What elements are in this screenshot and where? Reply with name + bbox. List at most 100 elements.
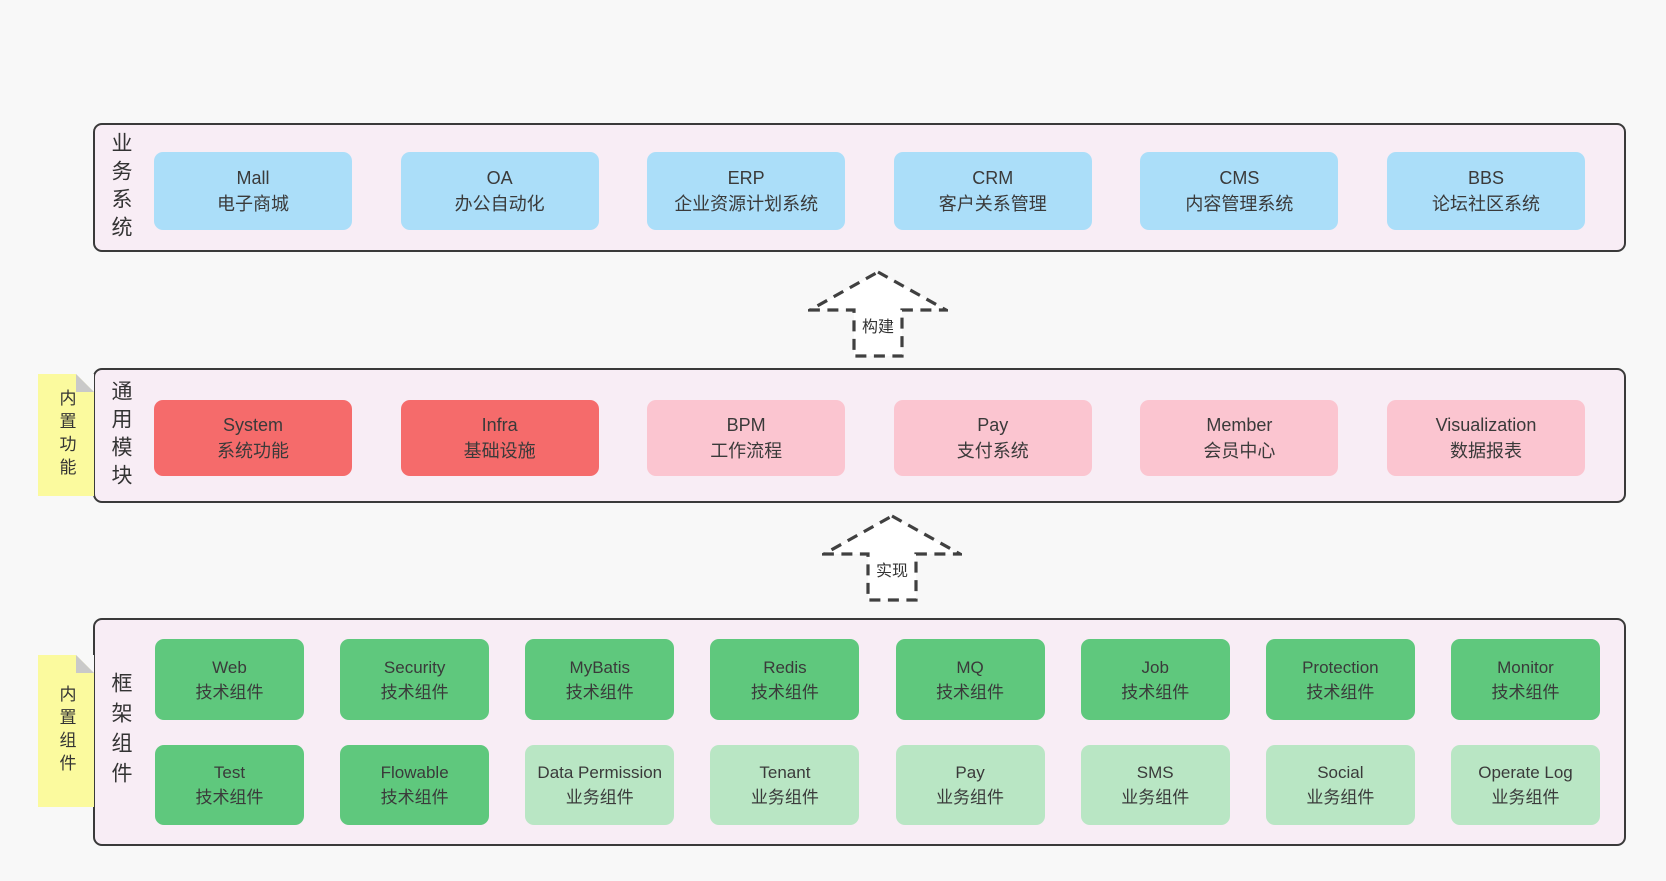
box-title: SMS <box>1136 763 1174 782</box>
box-title: Security <box>383 657 446 677</box>
box-title: MQ <box>956 657 984 677</box>
box-title: Flowable <box>380 763 449 782</box>
box-security: Security 技术组件 <box>340 639 490 720</box>
box-subtitle: 基础设施 <box>463 441 536 461</box>
box-subtitle: 技术组件 <box>380 682 449 702</box>
box-subtitle: 论坛社区系统 <box>1431 194 1540 214</box>
implement-arrow-label: 实现 <box>872 562 912 582</box>
box-subtitle: 企业资源计划系统 <box>674 194 819 214</box>
component-layer-container: 框架组件 Web 技术组件 Security 技术组件 MyBatis 技术组件… <box>93 618 1626 846</box>
implement-arrow: 实现 <box>822 514 962 602</box>
box-tenant: Tenant 业务组件 <box>710 745 860 825</box>
box-subtitle: 技术组件 <box>380 788 449 807</box>
box-cms: CMS 内容管理系统 <box>1140 152 1339 230</box>
box-title: Data Permission <box>537 763 663 782</box>
module-layer-container: 通用模块 System 系统功能 Infra 基础设施 BPM 工作流程 Pay… <box>93 368 1626 503</box>
up-arrow-icon <box>822 514 962 602</box>
note-text: 内置功能 <box>56 389 76 481</box>
box-infra: Infra 基础设施 <box>400 400 599 476</box>
module-box-row: System 系统功能 Infra 基础设施 BPM 工作流程 Pay 支付系统… <box>154 400 1585 476</box>
note-text: 内置组件 <box>56 685 76 777</box>
box-mq: MQ 技术组件 <box>895 639 1045 720</box>
box-title: Job <box>1141 657 1169 677</box>
box-sms: SMS 业务组件 <box>1080 745 1230 825</box>
box-bpm: BPM 工作流程 <box>647 400 846 476</box>
box-subtitle: 支付系统 <box>956 441 1029 461</box>
box-subtitle: 技术组件 <box>750 682 819 702</box>
box-title: Operate Log <box>1478 763 1573 782</box>
box-subtitle: 技术组件 <box>195 682 264 702</box>
box-web: Web 技术组件 <box>155 639 304 720</box>
box-title: System <box>222 415 283 435</box>
box-subtitle: 工作流程 <box>710 441 783 461</box>
component-layer-label: 框架组件 <box>109 672 132 792</box>
box-title: Web <box>212 657 247 677</box>
box-subtitle: 技术组件 <box>195 788 264 807</box>
box-redis: Redis 技术组件 <box>710 639 860 720</box>
business-box-row: Mall 电子商城 OA 办公自动化 ERP 企业资源计划系统 CRM 客户关系… <box>154 152 1585 230</box>
module-layer-label: 通用模块 <box>109 379 132 492</box>
box-social: Social 业务组件 <box>1265 745 1415 825</box>
box-subtitle: 业务组件 <box>1121 788 1190 807</box>
box-title: BBS <box>1467 168 1504 188</box>
box-operate-log: Operate Log 业务组件 <box>1450 745 1600 825</box>
box-subtitle: 电子商城 <box>217 194 289 214</box>
box-test: Test 技术组件 <box>155 745 304 825</box>
built-in-feature-note: 内置功能 <box>38 374 94 496</box>
box-crm: CRM 客户关系管理 <box>893 152 1092 230</box>
box-subtitle: 系统功能 <box>217 441 289 461</box>
box-subtitle: 业务组件 <box>1306 788 1375 807</box>
box-title: Visualization <box>1435 415 1537 435</box>
box-subtitle: 技术组件 <box>1306 682 1375 702</box>
box-data-permission: Data Permission 业务组件 <box>525 745 675 825</box>
box-title: Redis <box>763 657 807 677</box>
box-mybatis: MyBatis 技术组件 <box>525 639 675 720</box>
box-title: Social <box>1317 763 1364 782</box>
box-system: System 系统功能 <box>154 400 352 476</box>
box-erp: ERP 企业资源计划系统 <box>647 152 846 230</box>
box-subtitle: 业务组件 <box>1491 788 1560 807</box>
box-title: Test <box>213 763 246 782</box>
box-title: Pay <box>955 763 985 782</box>
box-oa: OA 办公自动化 <box>400 152 599 230</box>
box-subtitle: 客户关系管理 <box>938 194 1047 214</box>
box-subtitle: 技术组件 <box>565 682 634 702</box>
box-title: Monitor <box>1497 657 1554 677</box>
box-title: MyBatis <box>569 657 631 677</box>
box-title: Protection <box>1302 657 1379 677</box>
component-box-row-1: Web 技术组件 Security 技术组件 MyBatis 技术组件 Redi… <box>155 639 1600 720</box>
up-arrow-icon <box>808 270 948 358</box>
box-bbs: BBS 论坛社区系统 <box>1386 152 1585 230</box>
box-job: Job 技术组件 <box>1080 639 1230 720</box>
box-subtitle: 业务组件 <box>750 788 819 807</box>
box-title: Pay <box>977 415 1009 435</box>
box-subtitle: 业务组件 <box>565 788 634 807</box>
box-subtitle: 会员中心 <box>1203 441 1276 461</box>
box-pay-biz: Pay 业务组件 <box>895 745 1045 825</box>
box-subtitle: 技术组件 <box>1491 682 1560 702</box>
box-flowable: Flowable 技术组件 <box>340 745 490 825</box>
build-arrow: 构建 <box>808 270 948 358</box>
build-arrow-label: 构建 <box>858 318 898 338</box>
box-title: CRM <box>972 168 1014 188</box>
box-title: Infra <box>481 415 518 435</box>
box-title: BPM <box>726 415 766 435</box>
built-in-component-note: 内置组件 <box>38 655 94 807</box>
box-protection: Protection 技术组件 <box>1265 639 1415 720</box>
box-monitor: Monitor 技术组件 <box>1450 639 1600 720</box>
box-title: Member <box>1206 415 1273 435</box>
box-title: Tenant <box>759 763 811 782</box>
box-subtitle: 数据报表 <box>1449 441 1522 461</box>
box-subtitle: 技术组件 <box>936 682 1005 702</box>
box-member: Member 会员中心 <box>1140 400 1339 476</box>
component-box-row-2: Test 技术组件 Flowable 技术组件 Data Permission … <box>155 745 1600 825</box>
box-subtitle: 内容管理系统 <box>1185 194 1294 214</box>
box-mall: Mall 电子商城 <box>154 152 352 230</box>
box-title: Mall <box>236 168 270 188</box>
box-title: OA <box>486 168 513 188</box>
business-layer-container: 业务系统 Mall 电子商城 OA 办公自动化 ERP 企业资源计划系统 CRM… <box>93 123 1626 252</box>
box-visualization: Visualization 数据报表 <box>1386 400 1585 476</box>
box-subtitle: 技术组件 <box>1121 682 1190 702</box>
box-subtitle: 业务组件 <box>936 788 1005 807</box>
